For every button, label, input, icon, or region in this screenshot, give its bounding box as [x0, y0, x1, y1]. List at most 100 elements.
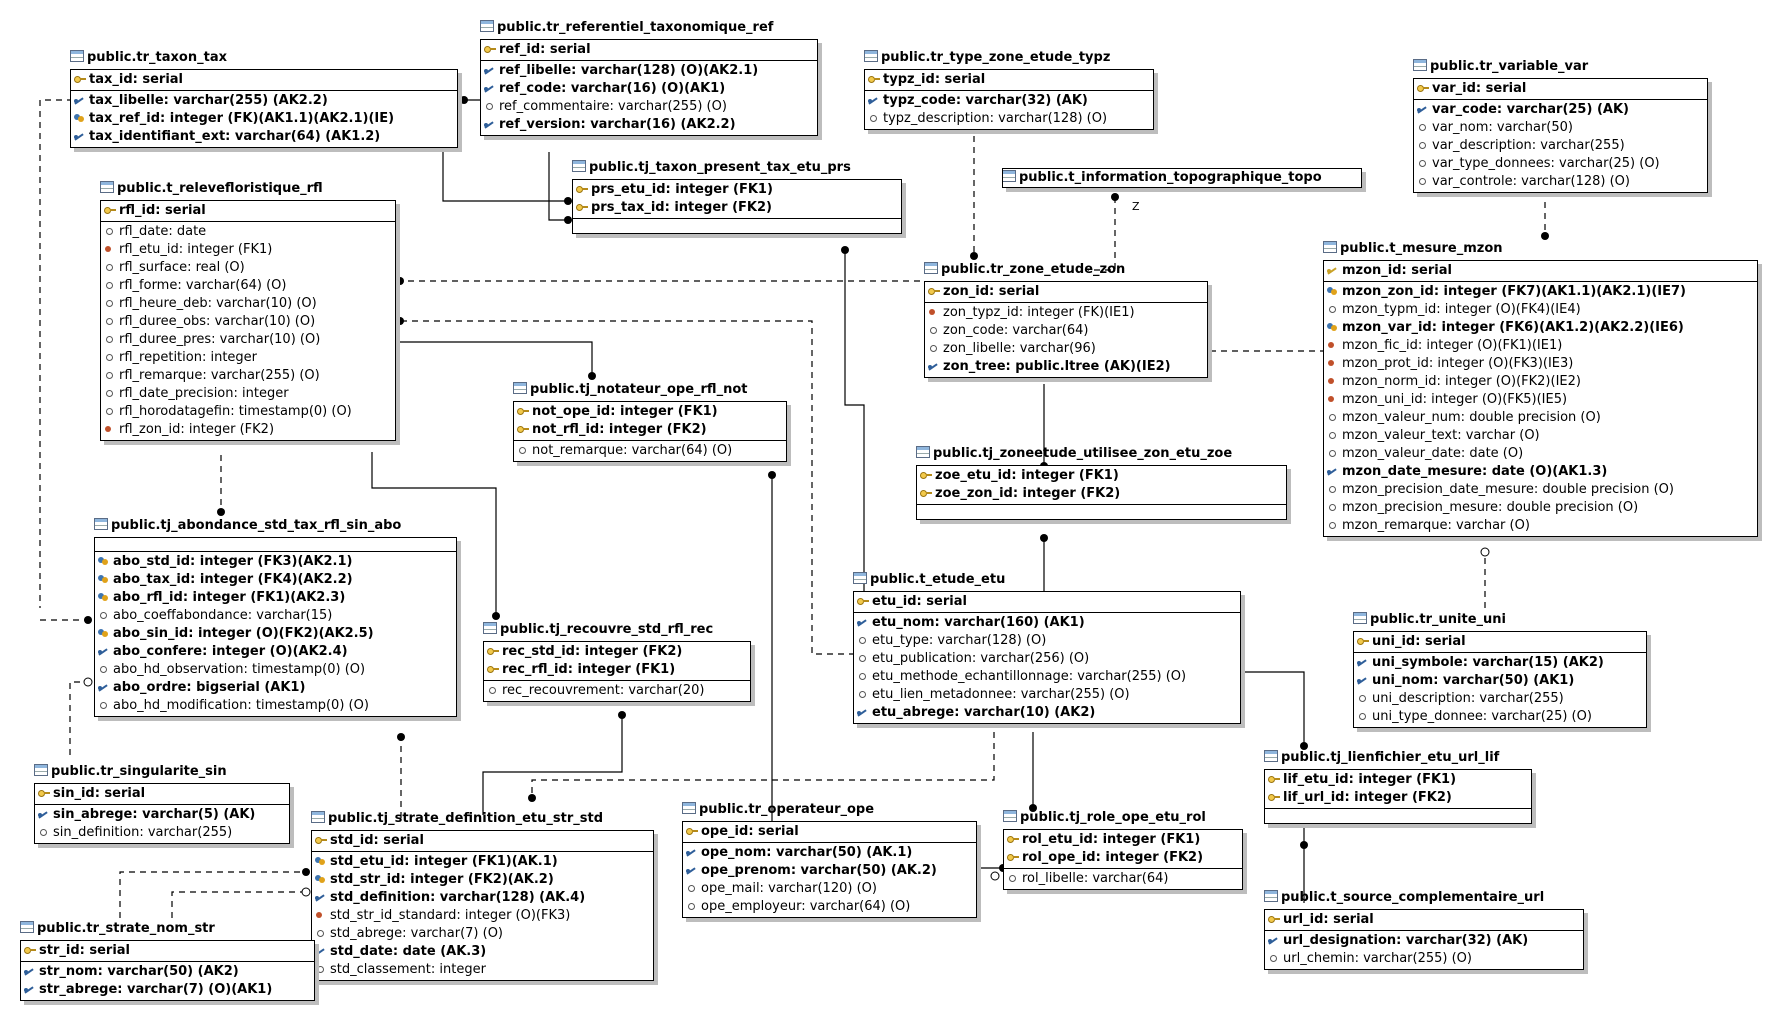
column-row[interactable]: ope_prenom: varchar(50) (AK.2)	[683, 862, 976, 880]
column-row[interactable]: abo_rfl_id: integer (FK1)(AK2.3)	[95, 589, 456, 607]
column-row[interactable]: rfl_heure_deb: varchar(10) (O)	[101, 295, 395, 313]
column-row[interactable]: std_definition: varchar(128) (AK.4)	[312, 889, 653, 907]
column-row[interactable]: rfl_zon_id: integer (FK2)	[101, 421, 395, 439]
column-row[interactable]: not_remarque: varchar(64) (O)	[514, 442, 786, 460]
column-row[interactable]: zon_tree: public.ltree (AK)(IE2)	[925, 358, 1207, 376]
column-row[interactable]: std_id: serial	[312, 832, 653, 850]
entity-title[interactable]: public.tr_type_zone_etude_typz	[864, 48, 1110, 68]
column-row[interactable]: ref_code: varchar(16) (O)(AK1)	[481, 80, 817, 98]
column-row[interactable]: sin_id: serial	[35, 785, 289, 803]
column-row[interactable]: rfl_date_precision: integer	[101, 385, 395, 403]
column-row[interactable]: abo_confere: integer (O)(AK2.4)	[95, 643, 456, 661]
column-row[interactable]: not_rfl_id: integer (FK2)	[514, 421, 786, 439]
column-row[interactable]: sin_definition: varchar(255)	[35, 824, 289, 842]
entity-title[interactable]: public.tj_strate_definition_etu_str_std	[311, 809, 603, 829]
column-row[interactable]: var_type_donnees: varchar(25) (O)	[1414, 155, 1707, 173]
column-row[interactable]: var_id: serial	[1414, 80, 1707, 98]
entity-title[interactable]: public.tj_lienfichier_etu_url_lif	[1264, 748, 1499, 768]
column-row[interactable]: mzon_date_mesure: date (O)(AK1.3)	[1324, 463, 1757, 481]
entity-title[interactable]: public.tr_strate_nom_str	[20, 919, 215, 939]
column-row[interactable]: ref_id: serial	[481, 41, 817, 59]
column-row[interactable]: tax_id: serial	[71, 71, 457, 89]
column-row[interactable]: etu_type: varchar(128) (O)	[854, 632, 1240, 650]
column-row[interactable]: tax_ref_id: integer (FK)(AK1.1)(AK2.1)(I…	[71, 110, 457, 128]
column-row[interactable]: tax_identifiant_ext: varchar(64) (AK1.2)	[71, 128, 457, 146]
column-row[interactable]: rec_recouvrement: varchar(20)	[484, 682, 750, 700]
column-row[interactable]: etu_id: serial	[854, 593, 1240, 611]
entity-title[interactable]: public.t_etude_etu	[853, 570, 1005, 590]
column-row[interactable]: uni_nom: varchar(50) (AK1)	[1354, 672, 1646, 690]
entity-title[interactable]: public.t_mesure_mzon	[1323, 239, 1503, 259]
column-row[interactable]: prs_etu_id: integer (FK1)	[573, 181, 901, 199]
column-row[interactable]: etu_lien_metadonnee: varchar(255) (O)	[854, 686, 1240, 704]
column-row[interactable]: rol_etu_id: integer (FK1)	[1004, 831, 1242, 849]
column-row[interactable]: uni_type_donnee: varchar(25) (O)	[1354, 708, 1646, 726]
column-row[interactable]: abo_hd_modification: timestamp(0) (O)	[95, 697, 456, 715]
column-row[interactable]: rfl_forme: varchar(64) (O)	[101, 277, 395, 295]
entity-title[interactable]: public.tj_abondance_std_tax_rfl_sin_abo	[94, 516, 401, 536]
column-row[interactable]: mzon_valeur_date: date (O)	[1324, 445, 1757, 463]
column-row[interactable]: abo_coeffabondance: varchar(15)	[95, 607, 456, 625]
column-row[interactable]: rol_ope_id: integer (FK2)	[1004, 849, 1242, 867]
column-row[interactable]: std_str_id: integer (FK2)(AK.2)	[312, 871, 653, 889]
column-row[interactable]: abo_std_id: integer (FK3)(AK2.1)	[95, 553, 456, 571]
column-row[interactable]: abo_ordre: bigserial (AK1)	[95, 679, 456, 697]
column-row[interactable]: uni_symbole: varchar(15) (AK2)	[1354, 654, 1646, 672]
column-row[interactable]: var_code: varchar(25) (AK)	[1414, 101, 1707, 119]
column-row[interactable]: zon_code: varchar(64)	[925, 322, 1207, 340]
column-row[interactable]: str_nom: varchar(50) (AK2)	[21, 963, 314, 981]
column-row[interactable]: ref_version: varchar(16) (AK2.2)	[481, 116, 817, 134]
column-row[interactable]: etu_abrege: varchar(10) (AK2)	[854, 704, 1240, 722]
column-row[interactable]: rfl_duree_pres: varchar(10) (O)	[101, 331, 395, 349]
column-row[interactable]: rfl_etu_id: integer (FK1)	[101, 241, 395, 259]
column-row[interactable]: abo_hd_observation: timestamp(0) (O)	[95, 661, 456, 679]
column-row[interactable]: uni_description: varchar(255)	[1354, 690, 1646, 708]
column-row[interactable]: url_designation: varchar(32) (AK)	[1265, 932, 1583, 950]
column-row[interactable]: std_etu_id: integer (FK1)(AK.1)	[312, 853, 653, 871]
column-row[interactable]: rfl_duree_obs: varchar(10) (O)	[101, 313, 395, 331]
column-row[interactable]: std_date: date (AK.3)	[312, 943, 653, 961]
column-row[interactable]: typz_code: varchar(32) (AK)	[865, 92, 1153, 110]
column-row[interactable]: prs_tax_id: integer (FK2)	[573, 199, 901, 217]
entity-title[interactable]: public.tj_role_ope_etu_rol	[1003, 808, 1206, 828]
column-row[interactable]: zon_typz_id: integer (FK)(IE1)	[925, 304, 1207, 322]
column-row[interactable]: etu_nom: varchar(160) (AK1)	[854, 614, 1240, 632]
column-row[interactable]: rfl_remarque: varchar(255) (O)	[101, 367, 395, 385]
column-row[interactable]: url_chemin: varchar(255) (O)	[1265, 950, 1583, 968]
column-row[interactable]: zoe_zon_id: integer (FK2)	[917, 485, 1286, 503]
column-row[interactable]: mzon_typm_id: integer (O)(FK4)(IE4)	[1324, 301, 1757, 319]
column-row[interactable]: tax_libelle: varchar(255) (AK2.2)	[71, 92, 457, 110]
column-row[interactable]: std_classement: integer	[312, 961, 653, 979]
column-row[interactable]: rol_libelle: varchar(64)	[1004, 870, 1242, 888]
column-row[interactable]: mzon_precision_date_mesure: double preci…	[1324, 481, 1757, 499]
column-row[interactable]: abo_tax_id: integer (FK4)(AK2.2)	[95, 571, 456, 589]
column-row[interactable]: ope_nom: varchar(50) (AK.1)	[683, 844, 976, 862]
column-row[interactable]: std_abrege: varchar(7) (O)	[312, 925, 653, 943]
column-row[interactable]: rfl_horodatagefin: timestamp(0) (O)	[101, 403, 395, 421]
column-row[interactable]: ope_employeur: varchar(64) (O)	[683, 898, 976, 916]
entity-title[interactable]: public.t_relevefloristique_rfl	[100, 179, 323, 199]
entity-title[interactable]: public.tr_unite_uni	[1353, 610, 1506, 630]
column-row[interactable]: rfl_id: serial	[101, 202, 395, 220]
column-row[interactable]: lif_etu_id: integer (FK1)	[1265, 771, 1531, 789]
column-row[interactable]: mzon_norm_id: integer (O)(FK2)(IE2)	[1324, 373, 1757, 391]
column-row[interactable]: sin_abrege: varchar(5) (AK)	[35, 806, 289, 824]
entity-title[interactable]: public.tr_singularite_sin	[34, 762, 227, 782]
column-row[interactable]: mzon_precision_mesure: double precision …	[1324, 499, 1757, 517]
column-row[interactable]: lif_url_id: integer (FK2)	[1265, 789, 1531, 807]
entity-title[interactable]: public.t_source_complementaire_url	[1264, 888, 1544, 908]
column-row[interactable]: typz_id: serial	[865, 71, 1153, 89]
column-row[interactable]: mzon_valeur_num: double precision (O)	[1324, 409, 1757, 427]
column-row[interactable]: mzon_prot_id: integer (O)(FK3)(IE3)	[1324, 355, 1757, 373]
column-row[interactable]: var_nom: varchar(50)	[1414, 119, 1707, 137]
column-row[interactable]: str_id: serial	[21, 942, 314, 960]
column-row[interactable]: rec_rfl_id: integer (FK1)	[484, 661, 750, 679]
column-row[interactable]: rfl_repetition: integer	[101, 349, 395, 367]
entity-title[interactable]: public.tr_taxon_tax	[70, 48, 227, 68]
column-row[interactable]: rec_std_id: integer (FK2)	[484, 643, 750, 661]
entity-title[interactable]: public.tj_recouvre_std_rfl_rec	[483, 620, 713, 640]
column-row[interactable]: var_description: varchar(255)	[1414, 137, 1707, 155]
column-row[interactable]: typz_description: varchar(128) (O)	[865, 110, 1153, 128]
column-row[interactable]: str_abrege: varchar(7) (O)(AK1)	[21, 981, 314, 999]
column-row[interactable]: zon_libelle: varchar(96)	[925, 340, 1207, 358]
